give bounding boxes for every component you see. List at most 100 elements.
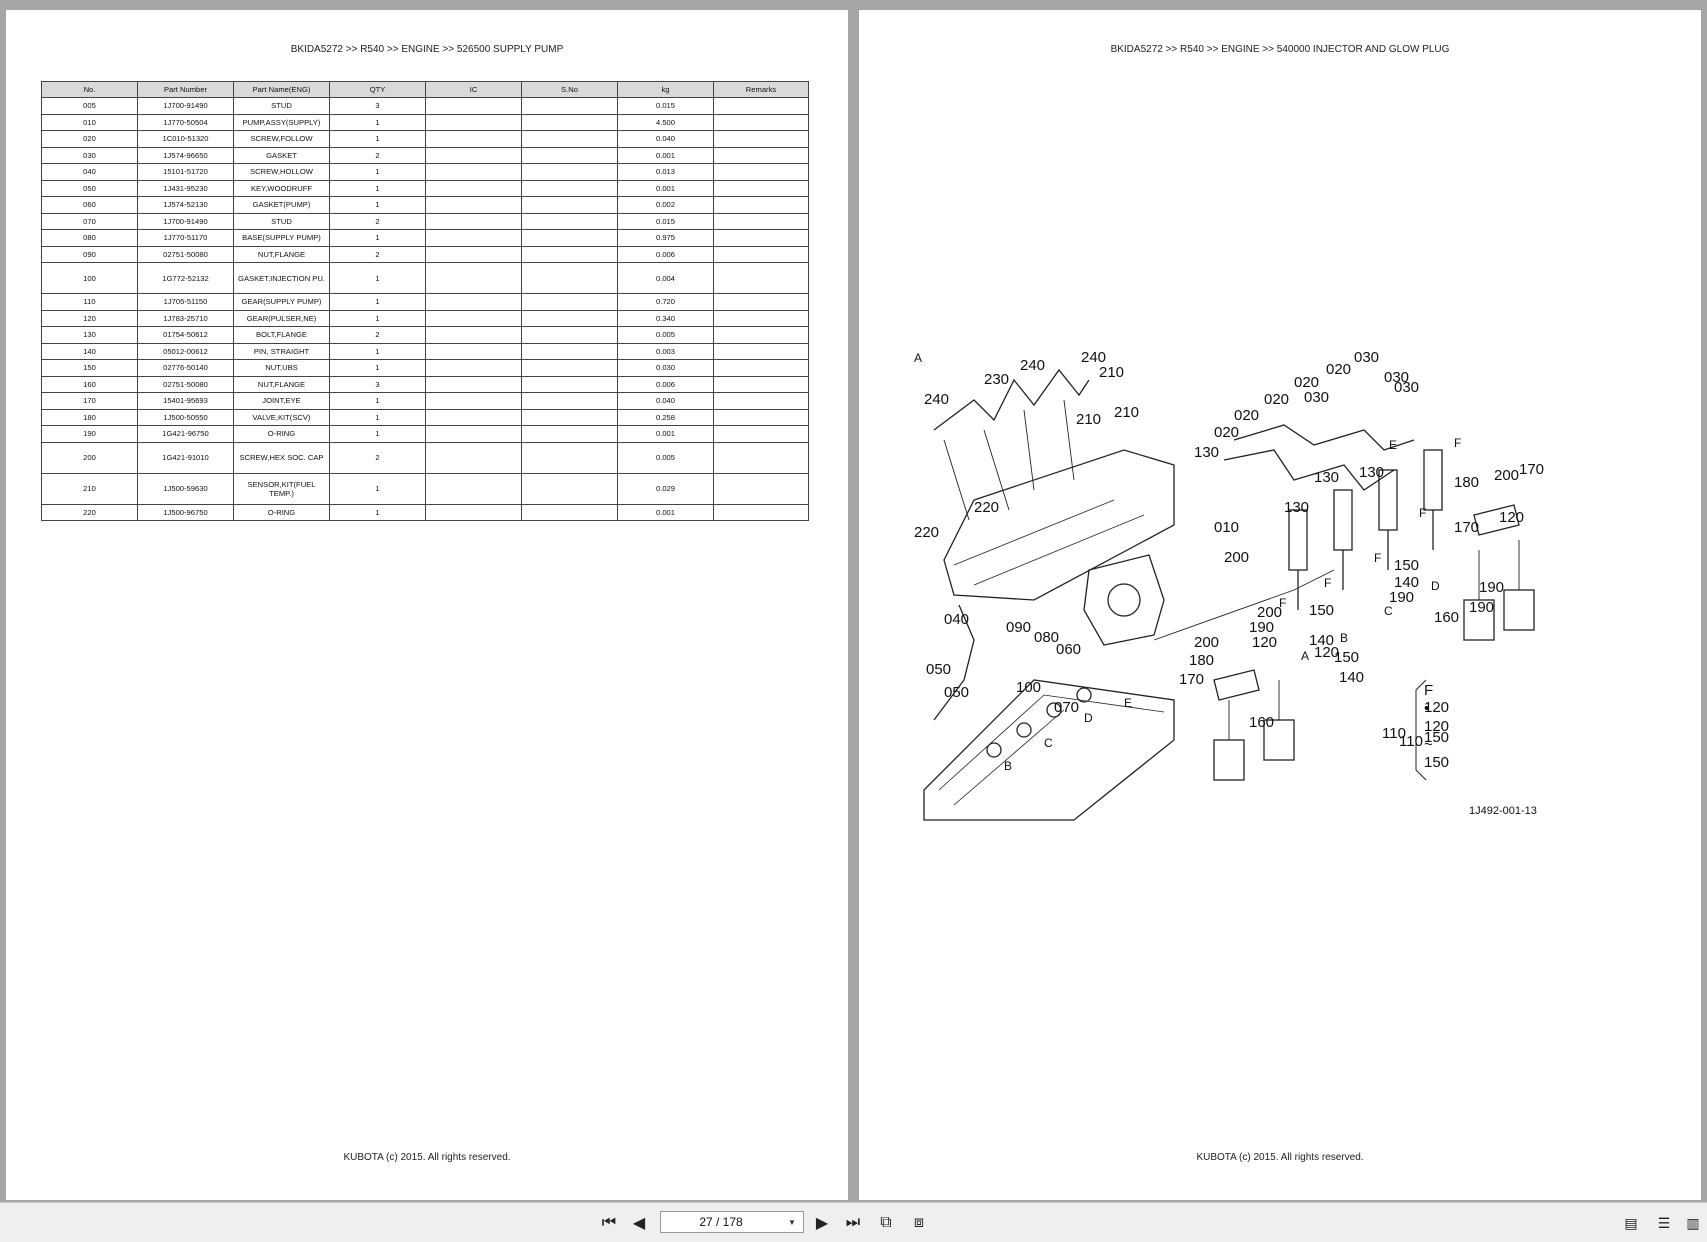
- cell-name: SCREW,FOLLOW: [233, 130, 330, 148]
- cell-kg: 0.006: [617, 375, 714, 393]
- callout-label: 240: [1020, 357, 1045, 374]
- column-header: kg: [617, 81, 714, 98]
- callout-label: 070: [1054, 699, 1079, 716]
- cell-part: 01754-50612: [137, 326, 234, 344]
- cell-ic: [425, 163, 522, 181]
- callout-label: 060: [1056, 641, 1081, 658]
- cell-sno: [521, 179, 618, 197]
- cell-kg: 0.004: [617, 262, 714, 294]
- cell-sno: [521, 293, 618, 311]
- cell-remarks: [713, 309, 809, 327]
- cell-sno: [521, 472, 618, 505]
- cell-sno: [521, 245, 618, 263]
- cell-sno: [521, 163, 618, 181]
- cell-remarks: [713, 441, 809, 474]
- cell-qty: 3: [329, 375, 426, 393]
- cell-name: SCREW,HOLLOW: [233, 163, 330, 181]
- cell-kg: 0.015: [617, 212, 714, 230]
- callout-label: 030: [1394, 379, 1419, 396]
- last-page-icon[interactable]: ⏭: [845, 1214, 861, 1231]
- callout-label: F: [1324, 576, 1331, 590]
- cell-part: 1J770-51170: [137, 229, 234, 247]
- callout-label: 110: [1399, 733, 1423, 750]
- cell-qty: 1: [329, 472, 426, 505]
- cell-qty: 1: [329, 408, 426, 426]
- cell-part: 1C010-51320: [137, 130, 234, 148]
- cell-kg: 0.001: [617, 425, 714, 443]
- callout-label: E: [1124, 696, 1132, 710]
- table-header-row: No. Part Number Part Name(ENG) QTY IC S.…: [41, 81, 809, 98]
- navigation-toolbar: ⏮ ◀ ▼ ▶ ⏭ ⧉ ⧈ ▤ ☰ ▥: [0, 1202, 1707, 1242]
- cell-kg: 0.013: [617, 163, 714, 181]
- cell-name: SCREW,HEX SOC. CAP: [233, 441, 330, 474]
- cell-kg: 0.005: [617, 326, 714, 344]
- cell-qty: 1: [329, 392, 426, 410]
- cell-remarks: [713, 229, 809, 247]
- callout-label: B: [1340, 631, 1348, 645]
- callout-label: 020: [1264, 391, 1289, 408]
- cell-sno: [521, 375, 618, 393]
- callout-label: 200: [1494, 467, 1519, 484]
- callout-label: 020: [1234, 407, 1259, 424]
- cell-qty: 2: [329, 326, 426, 344]
- cell-remarks: [713, 97, 809, 115]
- page-number-input[interactable]: [661, 1214, 781, 1230]
- page-number-box[interactable]: ▼: [660, 1211, 804, 1233]
- callout-label: 190: [1389, 589, 1414, 606]
- cell-sno: [521, 262, 618, 294]
- cell-remarks: [713, 359, 809, 377]
- cell-no: 220: [41, 503, 138, 521]
- callout-label: 220: [974, 499, 999, 516]
- dual-page-icon[interactable]: ▥: [1686, 1214, 1700, 1231]
- page-footer: KUBOTA (c) 2015. All rights reserved.: [1196, 1152, 1364, 1163]
- cell-ic: [425, 146, 522, 164]
- continuous-view-icon[interactable]: ⧈: [913, 1214, 925, 1231]
- cell-ic: [425, 130, 522, 148]
- two-page-icon[interactable]: ☰: [1657, 1214, 1671, 1231]
- callout-label: 210: [1114, 404, 1139, 421]
- callout-label: 230: [984, 371, 1009, 388]
- callout-label: 200: [1257, 604, 1282, 621]
- sync-view-icon[interactable]: ⧉: [880, 1214, 892, 1231]
- cell-remarks: [713, 392, 809, 410]
- callout-label: 190: [1469, 599, 1494, 616]
- first-page-icon[interactable]: ⏮: [601, 1214, 617, 1231]
- cell-remarks: [713, 342, 809, 360]
- single-page-icon[interactable]: ▤: [1624, 1214, 1638, 1231]
- callout-label: 020: [1294, 374, 1319, 391]
- cell-remarks: [713, 293, 809, 311]
- callout-label: 210: [1076, 411, 1101, 428]
- callout-label: 170: [1454, 519, 1479, 536]
- cell-kg: 0.001: [617, 146, 714, 164]
- cell-no: 160: [41, 375, 138, 393]
- cell-no: 140: [41, 342, 138, 360]
- cell-ic: [425, 229, 522, 247]
- cell-sno: [521, 113, 618, 131]
- cell-remarks: [713, 146, 809, 164]
- cell-no: 150: [41, 359, 138, 377]
- cell-part: 1J770-50504: [137, 113, 234, 131]
- cell-qty: 1: [329, 293, 426, 311]
- callout-label: 200: [1224, 549, 1249, 566]
- parts-table: No. Part Number Part Name(ENG) QTY IC S.…: [41, 81, 809, 521]
- next-page-icon[interactable]: ▶: [815, 1215, 829, 1232]
- cell-kg: 0.720: [617, 293, 714, 311]
- cell-name: GEAR(SUPPLY PUMP): [233, 293, 330, 311]
- cell-part: 1J705-51150: [137, 293, 234, 311]
- cell-part: 02751-50080: [137, 375, 234, 393]
- cell-name: PIN, STRAIGHT: [233, 342, 330, 360]
- cell-sno: [521, 229, 618, 247]
- right-page: BKIDA5272 >> R540 >> ENGINE >> 540000 IN…: [859, 10, 1701, 1200]
- cell-name: PUMP,ASSY(SUPPLY): [233, 113, 330, 131]
- cell-name: GEAR(PULSER,NE): [233, 309, 330, 327]
- inset-line: •: [1424, 700, 1429, 717]
- prev-page-icon[interactable]: ◀: [632, 1215, 646, 1232]
- cell-no: 005: [41, 97, 138, 115]
- chevron-down-icon[interactable]: ▼: [788, 1217, 796, 1227]
- column-header: Part Number: [137, 81, 234, 98]
- callout-label: F: [1374, 551, 1381, 565]
